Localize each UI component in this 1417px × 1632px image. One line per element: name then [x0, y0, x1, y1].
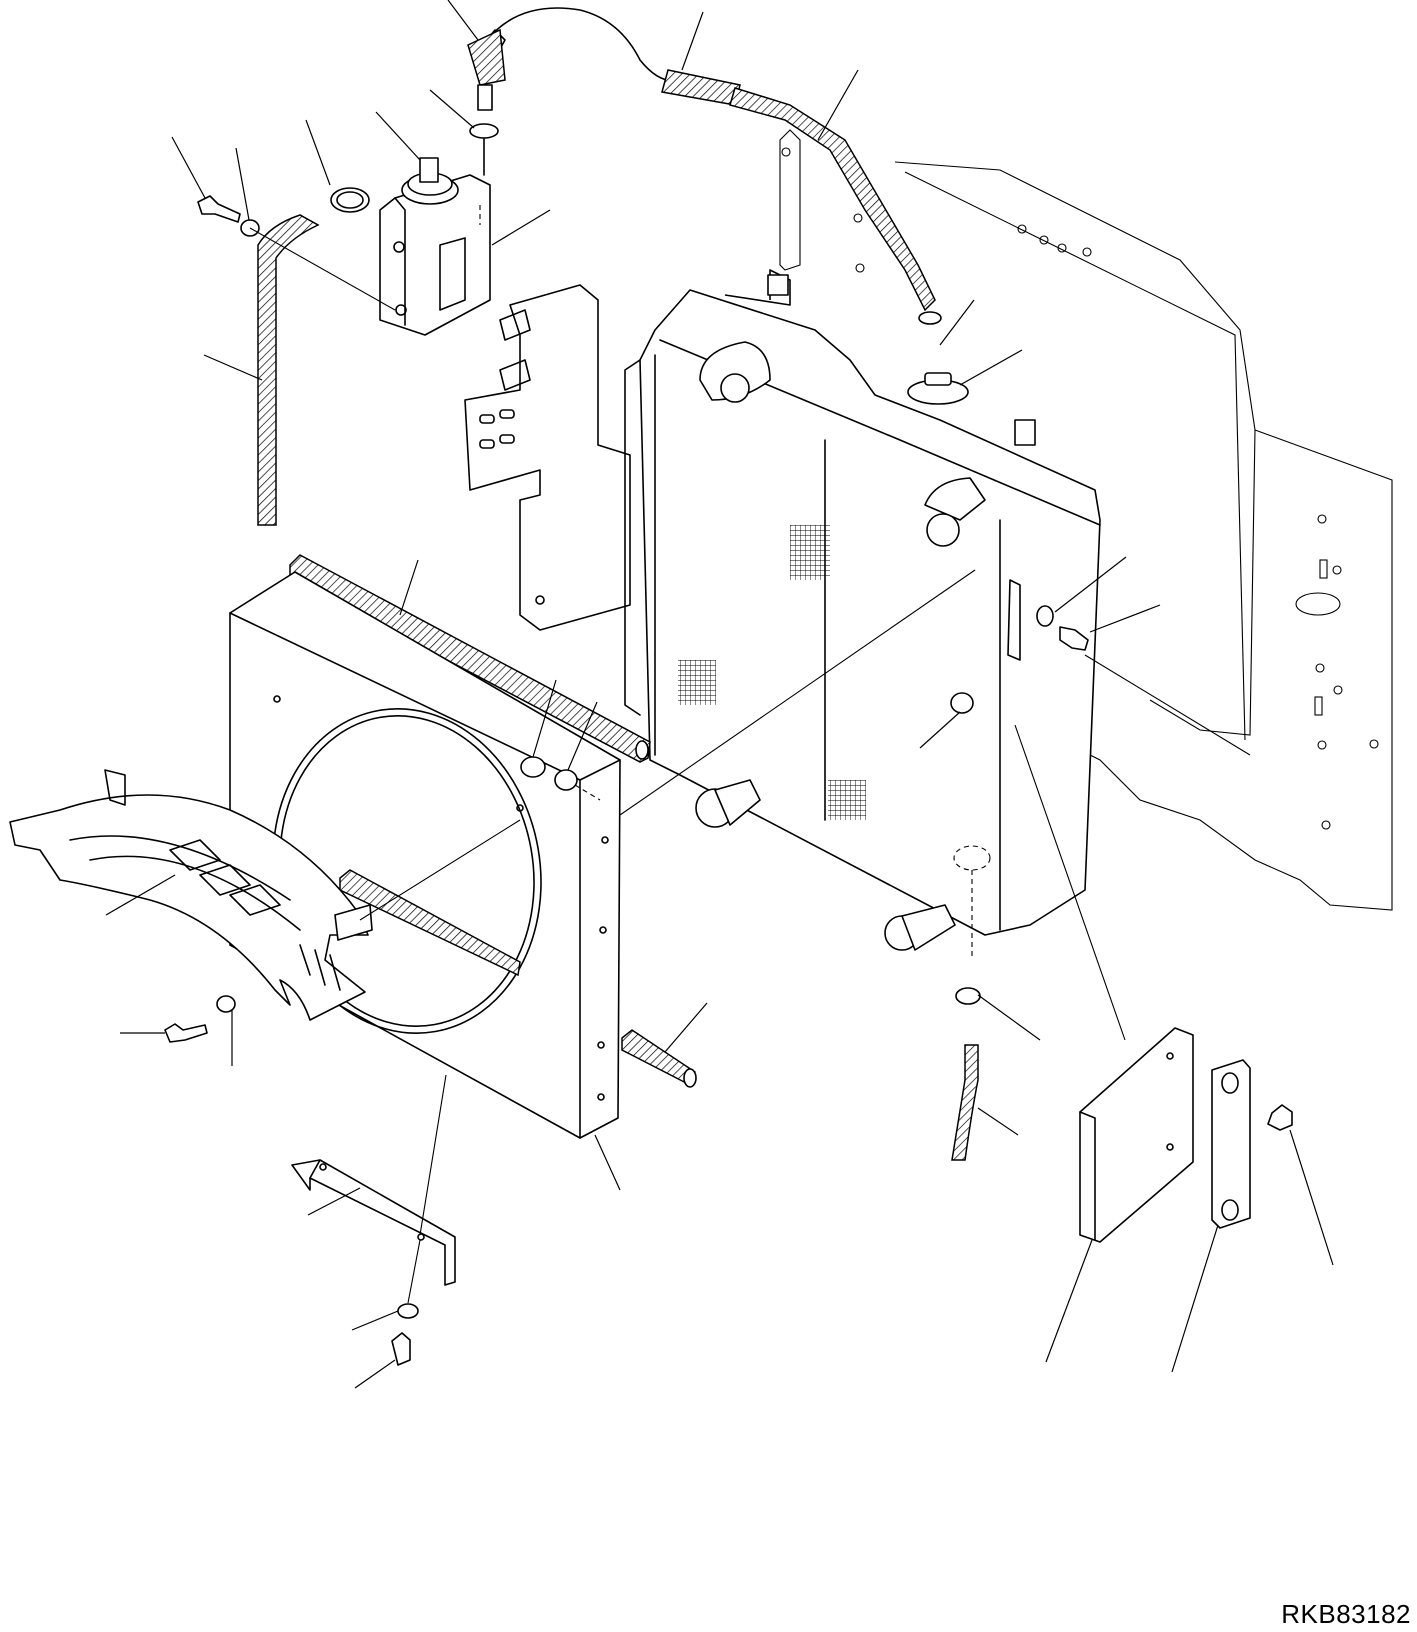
leader-lines [105, 0, 1334, 1389]
radiator-core [624, 269, 1101, 960]
bolt-top-left [197, 195, 396, 311]
drain-hose-left [257, 187, 370, 526]
seal-strip-lower [621, 1029, 697, 1088]
bolt-guard [164, 995, 236, 1043]
shroud-bracket-lower [291, 1074, 456, 1304]
bottom-hose [951, 987, 981, 1161]
assembly-line-3 [1084, 654, 1251, 756]
reservoir-tank [379, 157, 491, 336]
assembly-line-2 [1014, 724, 1126, 1041]
shim-plate [1211, 1059, 1251, 1229]
tank-bracket [464, 284, 631, 631]
bolt-bracket [391, 1303, 419, 1366]
drawing-reference-code: RKB83182 [1281, 1599, 1411, 1629]
mounting-panel [779, 129, 1393, 911]
seal-strip-middle [339, 869, 521, 977]
side-plate [1079, 1027, 1194, 1243]
bolt-side-plate [1267, 1104, 1293, 1131]
hose-clip-top [469, 123, 499, 176]
assembly-line [619, 569, 976, 816]
overflow-hose [467, 7, 942, 325]
fan-guard [9, 769, 521, 1021]
